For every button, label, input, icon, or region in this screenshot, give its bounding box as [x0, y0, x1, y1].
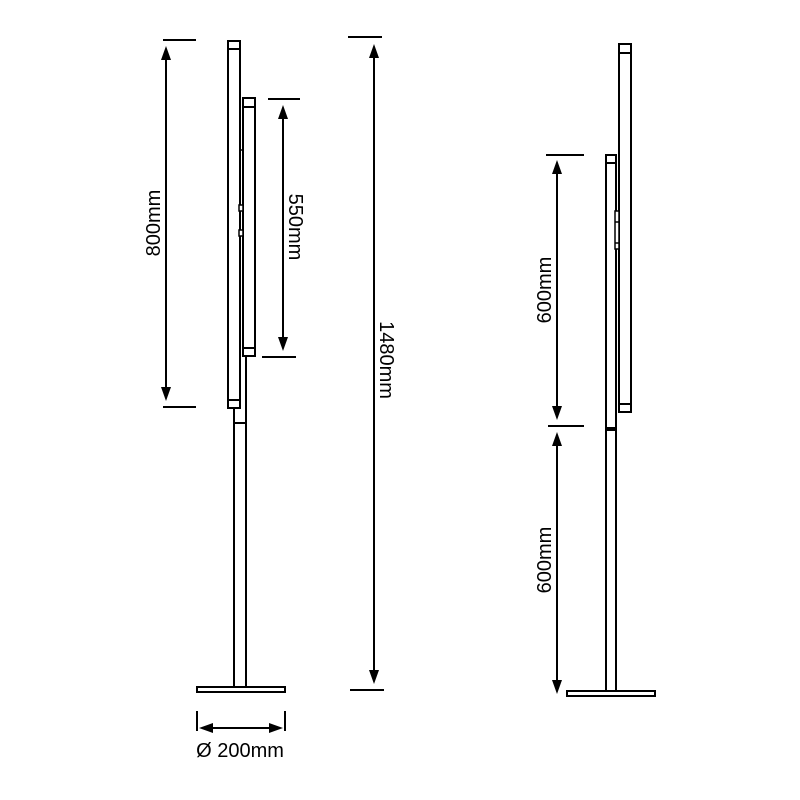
side-lamp-pole: [605, 412, 617, 692]
dimension-label-600-pole: 600mm: [534, 527, 556, 594]
arrow-up-icon: [552, 160, 562, 174]
dimension-side-pole: 600mm: [534, 432, 562, 694]
dimension-lower-panel: 550mm: [262, 98, 306, 358]
dimension-label-800: 800mm: [143, 190, 165, 257]
arrow-down-icon: [552, 680, 562, 694]
upper-light-panel: [227, 40, 241, 409]
arrow-down-icon: [161, 387, 171, 401]
dimension-label-600-panel: 600mm: [534, 257, 556, 324]
arrow-up-icon: [369, 44, 379, 58]
arrow-down-icon: [552, 406, 562, 420]
dimension-label-diameter: Ø 200mm: [196, 740, 284, 762]
arrow-left-icon: [199, 723, 213, 733]
lamp-base: [196, 686, 286, 693]
dimension-label-550: 550mm: [284, 194, 306, 261]
dimension-upper-panel: 800mm: [143, 39, 196, 408]
arrow-up-icon: [161, 46, 171, 60]
arrow-down-icon: [278, 337, 288, 351]
dimension-total-height: 1480mm: [348, 36, 397, 691]
dimension-label-1480: 1480mm: [375, 321, 397, 399]
arrow-right-icon: [269, 723, 283, 733]
arrow-down-icon: [369, 670, 379, 684]
lamp-pole: [233, 356, 247, 688]
lower-light-panel: [242, 97, 256, 357]
side-joint-details: [614, 210, 620, 250]
arrow-up-icon: [552, 432, 562, 446]
side-view: 600mm 600mm: [534, 43, 656, 697]
side-lamp-base: [566, 690, 656, 697]
side-tall-panel: [618, 43, 632, 413]
dimension-side-panel: 600mm: [534, 154, 584, 427]
arrow-up-icon: [278, 105, 288, 119]
dimension-base-diameter: Ø 200mm: [196, 711, 286, 762]
joint-details: [238, 149, 244, 237]
side-short-panel: [605, 154, 617, 431]
front-view: 800mm: [143, 36, 397, 762]
